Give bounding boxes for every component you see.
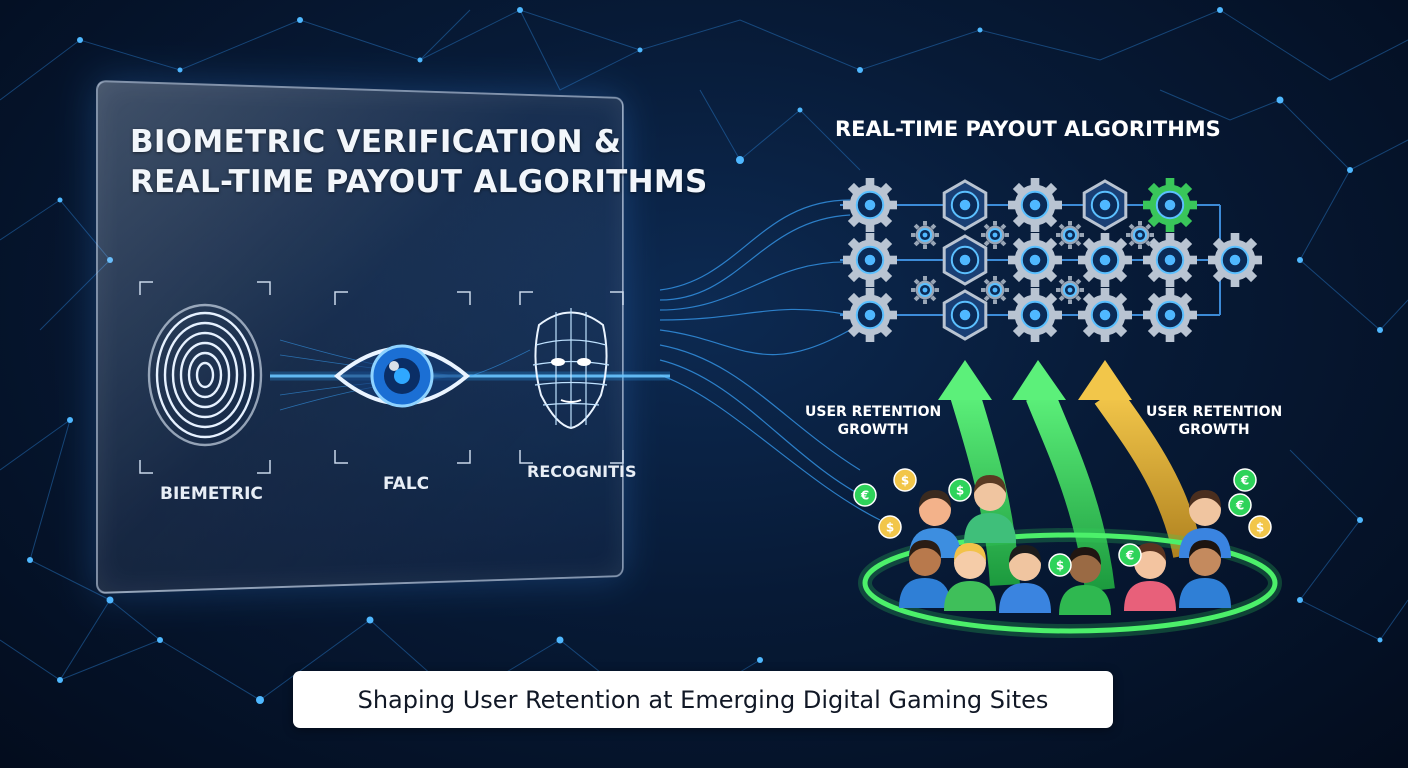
coin-icon: $ (878, 515, 902, 539)
gear-icon (843, 178, 897, 232)
scan-beam (270, 339, 670, 411)
user-avatar (1179, 540, 1231, 608)
gear-icon (981, 221, 1009, 249)
caption-banner: Shaping User Retention at Emerging Digit… (293, 671, 1113, 728)
coin-icon: $ (948, 478, 972, 502)
coin-symbol: $ (901, 474, 909, 488)
panel-title: BIOMETRIC VERIFICATION & REAL-TIME PAYOU… (130, 122, 708, 202)
retention-growth-right-line2: GROWTH (1178, 422, 1250, 438)
coin-icon: € (1118, 543, 1142, 567)
gear-network (840, 178, 1262, 342)
gear-icon (1056, 276, 1084, 304)
user-avatar (899, 540, 951, 608)
user-avatar (909, 490, 961, 558)
coin-symbol: € (860, 489, 869, 503)
retention-growth-left-line1: USER RETENTION (805, 404, 942, 420)
up-arrow-icon (1078, 360, 1203, 558)
gear-icon (1078, 233, 1132, 287)
gear-icon (1008, 288, 1062, 342)
eye-icon (333, 344, 471, 408)
algorithms-title: REAL-TIME PAYOUT ALGORITHMS (835, 117, 1221, 141)
user-avatar (1124, 543, 1176, 611)
biometric-label-face: RECOGNITIS (527, 462, 637, 481)
gear-icon (1082, 179, 1128, 231)
coin-symbol: € (1240, 474, 1249, 488)
retention-growth-left-line2: GROWTH (837, 422, 909, 438)
retention-growth-right-line1: USER RETENTION (1146, 404, 1283, 420)
gear-icon (942, 234, 988, 286)
user-avatar (999, 545, 1051, 613)
gear-icon (1008, 233, 1062, 287)
user-avatar (964, 475, 1016, 543)
gear-icon (1143, 178, 1197, 232)
coin-symbol: € (1235, 499, 1244, 513)
biometric-label-fingerprint: BIEMETRIC (160, 484, 263, 504)
gear-icon (1126, 221, 1154, 249)
gear-icon (1008, 178, 1062, 232)
face-scan-icon (532, 308, 610, 430)
user-avatar (1059, 547, 1111, 615)
gear-icon (981, 276, 1009, 304)
coin-icon: € (1233, 468, 1257, 492)
coin-symbol: $ (1056, 559, 1064, 573)
gear-icon (911, 221, 939, 249)
gear-icon (843, 288, 897, 342)
gear-icon (843, 233, 897, 287)
panel-title-line2: REAL-TIME PAYOUT ALGORITHMS (130, 164, 708, 200)
eye-frame (334, 291, 471, 464)
gear-icon (1143, 288, 1197, 342)
coin-icon: € (1228, 493, 1252, 517)
retention-growth-right: USER RETENTION GROWTH (1146, 403, 1282, 439)
gear-icon (1078, 288, 1132, 342)
gear-icon (1208, 233, 1262, 287)
gear-icon (911, 276, 939, 304)
user-crowd: € $ $ $ € $ € $ € (853, 468, 1282, 638)
retention-growth-left: USER RETENTION GROWTH (805, 403, 941, 439)
coin-symbol: $ (1256, 521, 1264, 535)
fingerprint-icon (147, 303, 263, 447)
coin-icon: $ (1248, 515, 1272, 539)
biometric-label-eye: FALC (383, 474, 430, 494)
gear-icon (1056, 221, 1084, 249)
gear-icon (942, 179, 988, 231)
coin-symbol: € (1125, 549, 1134, 563)
fingerprint-frame (139, 281, 271, 474)
coin-symbol: $ (886, 521, 894, 535)
gear-icon (1143, 233, 1197, 287)
gear-icon (942, 289, 988, 341)
coin-icon: € (853, 483, 877, 507)
coin-symbol: $ (956, 484, 964, 498)
face-frame (519, 291, 624, 464)
panel-title-line1: BIOMETRIC VERIFICATION & (130, 124, 622, 160)
coin-icon: $ (1048, 553, 1072, 577)
user-avatar (944, 543, 996, 611)
biometric-icons-row (139, 281, 670, 474)
coin-icon: $ (893, 468, 917, 492)
